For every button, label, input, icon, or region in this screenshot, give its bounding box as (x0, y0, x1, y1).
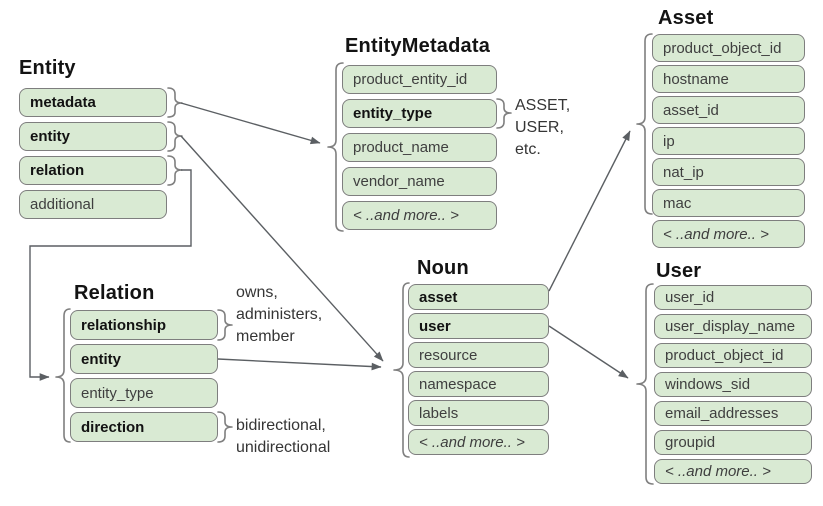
relationship-values-brace (217, 309, 233, 341)
direction-values-annotation: bidirectional, unidirectional (236, 415, 330, 459)
annotation-line: owns, (236, 284, 278, 301)
user-row-product-object-id: product_object_id (654, 343, 812, 368)
user-table-title: User (656, 260, 702, 282)
relation-row-direction: direction (70, 412, 218, 442)
entity-relation-row-brace (167, 155, 183, 186)
entity-entity-row-brace (167, 121, 183, 152)
arrow-noun-user-to-user (548, 325, 629, 379)
entitymetadata-row-and-more: < ..and more.. > (342, 201, 497, 230)
entity-metadata-row-brace (167, 87, 183, 118)
entitymetadata-table-title: EntityMetadata (345, 35, 491, 57)
asset-row-asset-id: asset_id (652, 96, 805, 124)
annotation-line: bidirectional, (236, 417, 326, 434)
entity-row-relation: relation (19, 156, 167, 185)
user-row-groupid: groupid (654, 430, 812, 455)
user-row-user-id: user_id (654, 285, 812, 310)
entity-type-values-annotation: ASSET, USER, etc. (515, 95, 570, 161)
annotation-line: administers, (236, 306, 323, 323)
noun-table-title: Noun (417, 257, 469, 279)
user-row-user-display-name: user_display_name (654, 314, 812, 339)
user-row-and-more: < ..and more.. > (654, 459, 812, 484)
asset-row-product-object-id: product_object_id (652, 34, 805, 62)
entity-row-metadata: metadata (19, 88, 167, 117)
entitymetadata-row-entity-type: entity_type (342, 99, 497, 128)
annotation-line: member (236, 328, 295, 345)
asset-row-and-more: < ..and more.. > (652, 220, 805, 248)
noun-left-brace (393, 282, 410, 458)
noun-row-namespace: namespace (408, 371, 549, 397)
noun-row-user: user (408, 313, 549, 339)
entitymetadata-row-vendor-name: vendor_name (342, 167, 497, 196)
entity-row-entity: entity (19, 122, 167, 151)
entitymetadata-row-product-entity-id: product_entity_id (342, 65, 497, 94)
relation-table: Relation relationship entity entity_type… (70, 282, 218, 442)
asset-row-ip: ip (652, 127, 805, 155)
noun-row-asset: asset (408, 284, 549, 310)
entity-type-values-brace (496, 98, 512, 129)
arrow-relation-entity-to-noun (217, 358, 382, 371)
asset-row-nat-ip: nat_ip (652, 158, 805, 186)
arrow-entity-metadata-to-entitymetadata (180, 102, 321, 145)
annotation-line: ASSET, (515, 97, 571, 114)
entitymetadata-row-product-name: product_name (342, 133, 497, 162)
noun-row-labels: labels (408, 400, 549, 426)
entity-table: Entity metadata entity relation addition… (19, 57, 167, 219)
relation-row-relationship: relationship (70, 310, 218, 340)
relation-row-entity: entity (70, 344, 218, 374)
relation-left-brace (55, 308, 71, 443)
entity-row-additional: additional (19, 190, 167, 219)
asset-row-mac: mac (652, 189, 805, 217)
relationship-values-annotation: owns, administers, member (236, 282, 322, 348)
relation-row-entity-type: entity_type (70, 378, 218, 408)
noun-row-resource: resource (408, 342, 549, 368)
user-left-brace (636, 283, 654, 485)
entitymetadata-table: EntityMetadata product_entity_id entity_… (342, 35, 497, 230)
user-row-email-addresses: email_addresses (654, 401, 812, 426)
entity-table-title: Entity (19, 57, 76, 79)
asset-table-title: Asset (658, 7, 714, 29)
asset-table: Asset product_object_id hostname asset_i… (652, 7, 805, 248)
relation-table-title: Relation (74, 282, 155, 304)
user-table: User user_id user_display_name product_o… (654, 260, 812, 484)
noun-row-and-more: < ..and more.. > (408, 429, 549, 455)
noun-table: Noun asset user resource namespace label… (408, 257, 549, 455)
annotation-line: USER, (515, 119, 564, 136)
asset-left-brace (636, 33, 653, 215)
annotation-line: etc. (515, 141, 541, 158)
asset-row-hostname: hostname (652, 65, 805, 93)
direction-values-brace (217, 411, 233, 443)
entitymetadata-left-brace (327, 62, 344, 232)
user-row-windows-sid: windows_sid (654, 372, 812, 397)
annotation-line: unidirectional (236, 439, 331, 456)
